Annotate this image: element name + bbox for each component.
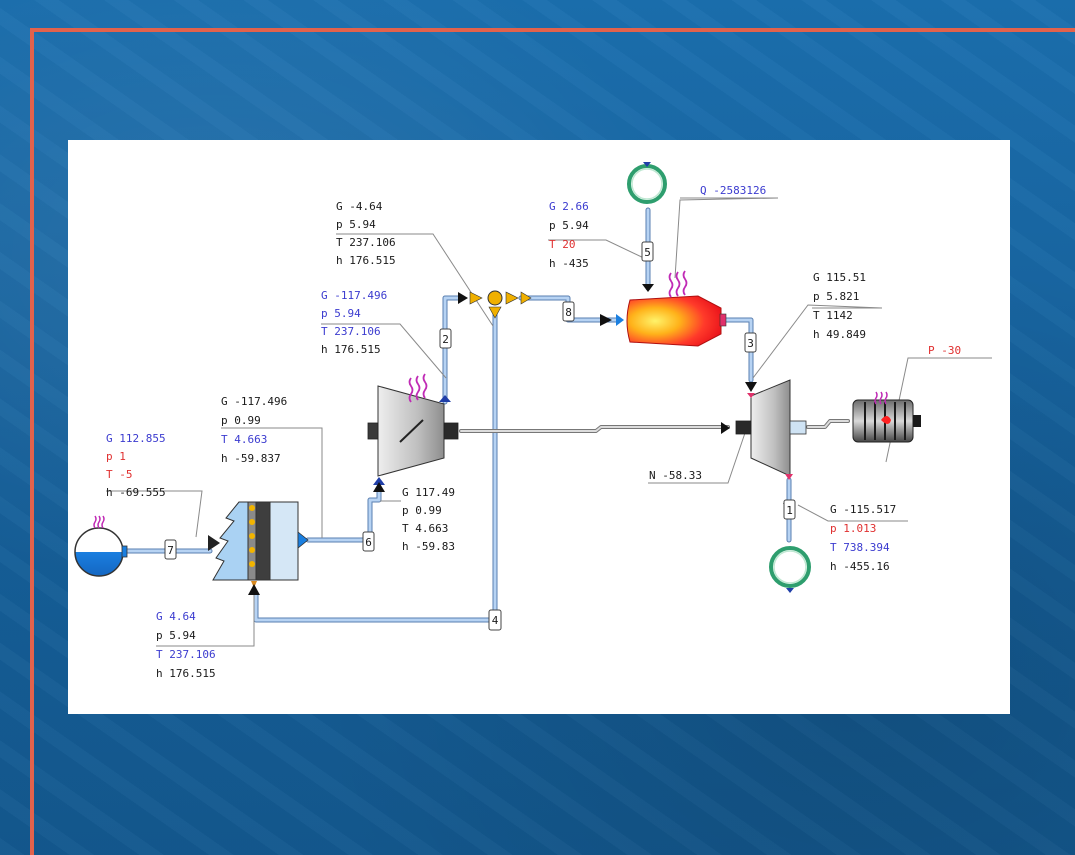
turbine-icon[interactable] [721, 379, 807, 514]
svg-text:T 237.106: T 237.106 [336, 236, 396, 249]
svg-text:h -69.555: h -69.555 [106, 486, 166, 499]
svg-text:G -4.64: G -4.64 [336, 200, 383, 213]
compressor-icon[interactable] [367, 373, 459, 492]
label-shaft: N -58.33 [649, 469, 702, 482]
label-fuel: G 2.66 p 5.94 T 20 h -435 [549, 200, 589, 270]
svg-text:G -117.496: G -117.496 [221, 395, 287, 408]
svg-text:3: 3 [747, 337, 754, 350]
svg-text:T 738.394: T 738.394 [830, 541, 890, 554]
stream-tag-6[interactable]: 6 [362, 531, 375, 552]
boundary-ring-icon[interactable] [769, 546, 811, 593]
svg-text:N -58.33: N -58.33 [649, 469, 702, 482]
pipe-4 [253, 307, 498, 623]
label-stream-top: G -4.64 p 5.94 T 237.106 h 176.515 [336, 200, 396, 267]
svg-text:8: 8 [565, 306, 572, 319]
label-power: P -30 [928, 344, 961, 357]
svg-text:G -115.517: G -115.517 [830, 503, 896, 516]
mixer-icon[interactable] [458, 290, 532, 319]
frame-border-top [30, 28, 1075, 32]
stream-tags: 7 6 2 4 8 5 3 1 [164, 241, 796, 631]
svg-text:G -117.496: G -117.496 [321, 289, 387, 302]
leader-lines [106, 197, 992, 647]
svg-text:Q -2583126: Q -2583126 [700, 184, 766, 197]
svg-text:T 4.663: T 4.663 [402, 522, 448, 535]
label-turbine-in: G 115.51 p 5.821 T 1142 h 49.849 [813, 271, 866, 341]
svg-text:G 112.855: G 112.855 [106, 432, 166, 445]
svg-text:p 5.94: p 5.94 [321, 307, 361, 320]
svg-text:T 237.106: T 237.106 [321, 325, 381, 338]
generator-icon[interactable] [852, 391, 921, 443]
svg-text:h -455.16: h -455.16 [830, 560, 890, 573]
svg-text:2: 2 [442, 333, 449, 346]
heat-exchanger-icon[interactable] [208, 501, 309, 595]
svg-text:p 1.013: p 1.013 [830, 522, 876, 535]
svg-text:P -30: P -30 [928, 344, 961, 357]
stream-tag-1[interactable]: 1 [783, 499, 796, 520]
stream-tag-3[interactable]: 3 [744, 332, 757, 353]
combustor-icon[interactable] [600, 270, 727, 347]
flowsheet-diagram: 7 6 2 4 8 5 3 1 G 11 [74, 162, 992, 680]
svg-text:h -59.83: h -59.83 [402, 540, 455, 553]
svg-text:1: 1 [786, 504, 793, 517]
stream-tag-4[interactable]: 4 [488, 609, 502, 631]
stream-tag-2[interactable]: 2 [439, 328, 452, 349]
svg-text:5: 5 [644, 246, 651, 259]
svg-text:p 5.94: p 5.94 [336, 218, 376, 231]
source-tank-icon[interactable] [74, 515, 128, 577]
shaft [459, 419, 850, 433]
svg-text:G 115.51: G 115.51 [813, 271, 866, 284]
svg-text:7: 7 [167, 544, 174, 557]
svg-text:p 5.94: p 5.94 [549, 219, 589, 232]
svg-text:T 237.106: T 237.106 [156, 648, 216, 661]
diagram-panel: 7 6 2 4 8 5 3 1 G 11 [68, 140, 1010, 714]
svg-text:h 49.849: h 49.849 [813, 328, 866, 341]
svg-text:p 0.99: p 0.99 [221, 414, 261, 427]
stream-tag-7[interactable]: 7 [164, 539, 177, 560]
svg-text:p 5.94: p 5.94 [156, 629, 196, 642]
stream-tag-5[interactable]: 5 [641, 241, 654, 262]
svg-text:G 2.66: G 2.66 [549, 200, 589, 213]
svg-text:T 4.663: T 4.663 [221, 433, 267, 446]
svg-text:h 176.515: h 176.515 [156, 667, 216, 680]
label-stream-4: G 4.64 p 5.94 T 237.106 h 176.515 [156, 610, 216, 680]
pipe-3 [723, 317, 754, 383]
label-stream-6: G -117.496 p 0.99 T 4.663 h -59.837 [221, 395, 287, 465]
svg-text:6: 6 [365, 536, 372, 549]
svg-text:h -59.837: h -59.837 [221, 452, 281, 465]
boundary-ring-icon[interactable] [627, 162, 667, 204]
label-heat: Q -2583126 [700, 184, 766, 197]
svg-text:T 20: T 20 [549, 238, 576, 251]
svg-text:h 176.515: h 176.515 [321, 343, 381, 356]
svg-text:h -435: h -435 [549, 257, 589, 270]
frame-border-left [30, 28, 34, 855]
svg-text:p 5.821: p 5.821 [813, 290, 859, 303]
svg-text:p 1: p 1 [106, 450, 126, 463]
svg-text:4: 4 [492, 614, 499, 627]
svg-text:p 0.99: p 0.99 [402, 504, 442, 517]
svg-text:T 1142: T 1142 [813, 309, 853, 322]
stream-tag-8[interactable]: 8 [562, 301, 575, 322]
svg-text:h 176.515: h 176.515 [336, 254, 396, 267]
label-stream-2: G -117.496 p 5.94 T 237.106 h 176.515 [321, 289, 387, 356]
label-compressor-in: G 117.49 p 0.99 T 4.663 h -59.83 [402, 486, 455, 553]
label-exhaust: G -115.517 p 1.013 T 738.394 h -455.16 [830, 503, 896, 573]
label-source-left: G 112.855 p 1 T -5 h -69.555 [106, 432, 166, 499]
svg-text:G 4.64: G 4.64 [156, 610, 196, 623]
pipe-6 [305, 484, 382, 543]
svg-text:G 117.49: G 117.49 [402, 486, 455, 499]
svg-text:T -5: T -5 [106, 468, 133, 481]
pipe-2 [442, 295, 461, 405]
